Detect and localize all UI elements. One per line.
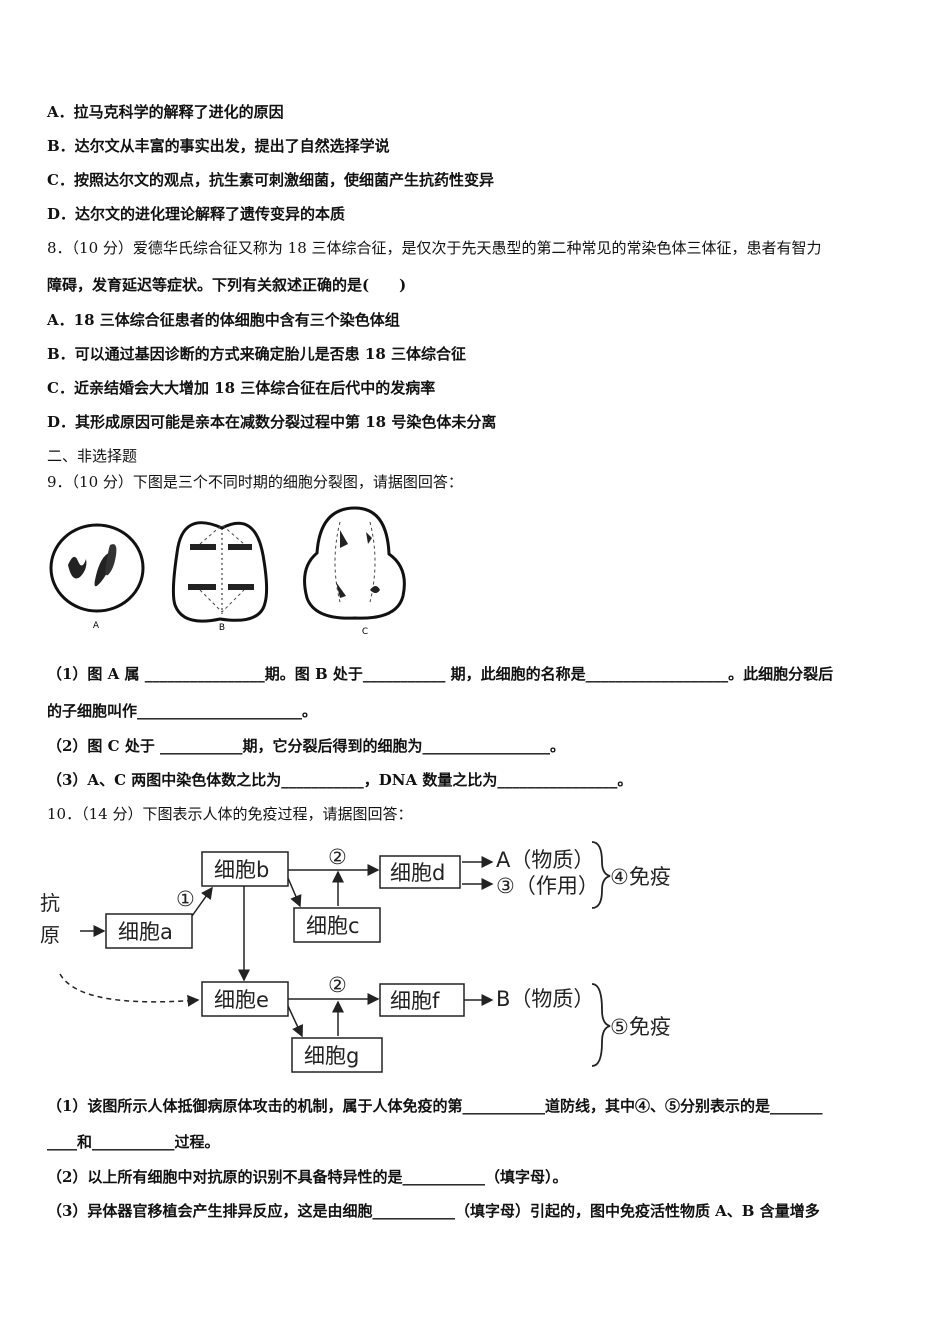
q10-part1-line1: （1）该图所示人体抵御病原体攻击的机制，属于人体免疫的第___________道… — [47, 1097, 823, 1115]
immune-5-label: ⑤免疫 — [610, 1015, 671, 1039]
output-b-label: B（物质） — [496, 987, 594, 1011]
cell-f-label: 细胞f — [390, 989, 440, 1013]
q7-option-c: C．按照达尔文的观点，抗生素可刺激细菌，使细菌产生抗药性变异 — [47, 171, 494, 189]
antigen-label-part2: 原 — [40, 923, 60, 947]
mark-1: ① — [176, 887, 195, 911]
q8-stem-line1: 8．（10 分）爱德华氏综合征又称为 18 三体综合征，是仅次于先天愚型的第二种… — [47, 239, 822, 257]
q9-part1-line1: （1）图 A 属 ________________期。图 B 处于_______… — [47, 665, 834, 683]
immune-process-diagram: 细胞b 细胞d 细胞a 细胞c 细胞e 细胞f 细胞g 抗 原 ① ② ② A（… — [40, 841, 671, 1073]
mark-2-top: ② — [328, 845, 347, 869]
antigen-label-part1: 抗 — [40, 891, 60, 915]
q10-part1-line2: ____和___________过程。 — [47, 1133, 220, 1151]
cell-c-box — [293, 907, 381, 943]
q8-stem-line2: 障碍，发育延迟等症状。下列有关叙述正确的是( ) — [47, 276, 407, 294]
figure-label-b: B — [219, 623, 225, 633]
cell-g-box — [291, 1037, 383, 1073]
q8-option-a: A．18 三体综合征患者的体细胞中含有三个染色体组 — [47, 311, 400, 329]
cell-b-label: 细胞b — [214, 858, 269, 882]
immune-4-label: ④免疫 — [610, 865, 671, 889]
cell-division-figure: A B C — [49, 506, 406, 637]
cell-b-box — [201, 851, 289, 887]
cell-d-label: 细胞d — [390, 861, 445, 885]
cell-a-drawing — [49, 523, 145, 613]
q9-part2: （2）图 C 处于 ___________期，它分裂后得到的细胞为_______… — [47, 737, 566, 755]
cell-a-box — [105, 913, 193, 949]
q9-part3: （3）A、C 两图中染色体数之比为___________，DNA 数量之比为__… — [47, 771, 633, 789]
q7-option-b: B．达尔文从丰富的事实出发，提出了自然选择学说 — [47, 137, 390, 155]
q9-stem: 9．（10 分）下图是三个不同时期的细胞分裂图，请据图回答： — [47, 473, 463, 491]
section-heading: 二、非选择题 — [47, 447, 138, 465]
cell-c-drawing — [303, 506, 406, 620]
output-3-label: ③（作用） — [496, 874, 599, 898]
q7-option-a: A．拉马克科学的解释了进化的原因 — [47, 103, 284, 121]
q10-part2: （2）以上所有细胞中对抗原的识别不具备特异性的是___________（填字母）… — [47, 1168, 568, 1186]
q7-option-d: D．达尔文的进化理论解释了遗传变异的本质 — [47, 205, 346, 223]
q8-option-d: D．其形成原因可能是亲本在减数分裂过程中第 18 号染色体未分离 — [47, 413, 497, 431]
mark-2-bottom: ② — [328, 973, 347, 997]
cell-g-label: 细胞g — [304, 1044, 359, 1068]
cell-b-drawing — [171, 521, 269, 623]
figure-label-a: A — [93, 621, 100, 631]
cell-a-label: 细胞a — [118, 920, 173, 944]
q10-part3: （3）异体器官移植会产生排异反应，这是由细胞___________（填字母）引起… — [47, 1202, 820, 1220]
cell-d-box — [379, 855, 461, 889]
cell-e-label: 细胞e — [214, 988, 269, 1012]
q8-option-c: C．近亲结婚会大大增加 18 三体综合征在后代中的发病率 — [47, 379, 436, 397]
q8-option-b: B．可以通过基因诊断的方式来确定胎儿是否患 18 三体综合征 — [47, 345, 466, 363]
output-a-label: A（物质） — [496, 848, 594, 872]
cell-c-label: 细胞c — [306, 914, 360, 938]
figure-label-c: C — [362, 627, 368, 637]
q10-stem: 10．（14 分）下图表示人体的免疫过程，请据图回答： — [47, 805, 413, 823]
q9-part1-line2: 的子细胞叫作______________________。 — [47, 702, 318, 720]
